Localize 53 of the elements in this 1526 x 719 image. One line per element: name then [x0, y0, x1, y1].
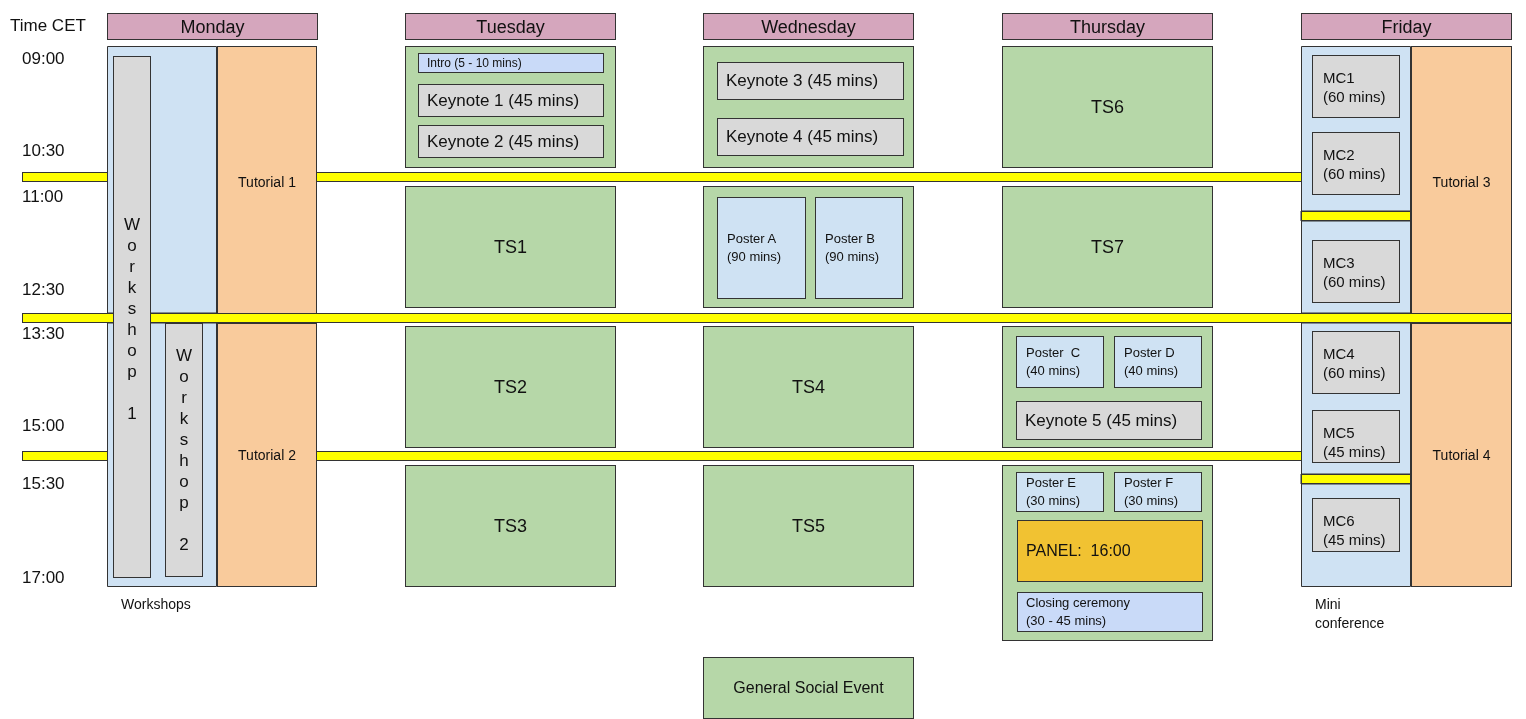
day-header: Friday [1301, 13, 1512, 40]
mini-conference-block: MC4 (60 mins) [1312, 331, 1400, 394]
session-block: TS6 [1002, 46, 1213, 168]
session-block: TS1 [405, 186, 616, 308]
time-label: 09:00 [22, 49, 65, 69]
session-block: TS4 [703, 326, 914, 448]
mini-conference-block: MC5 (45 mins) [1312, 410, 1400, 463]
poster-block: Poster E (30 mins) [1016, 472, 1104, 512]
time-label: 10:30 [22, 141, 65, 161]
poster-block: Poster A (90 mins) [717, 197, 806, 299]
mini-conference-block: MC1 (60 mins) [1312, 55, 1400, 118]
keynote-block: Keynote 4 (45 mins) [717, 118, 904, 156]
day-header: Tuesday [405, 13, 616, 40]
session-block: TS7 [1002, 186, 1213, 308]
time-label: 12:30 [22, 280, 65, 300]
time-label: 17:00 [22, 568, 65, 588]
session-block: TS3 [405, 465, 616, 587]
social-event-block: General Social Event [703, 657, 914, 719]
track-caption: Mini conference [1315, 595, 1386, 633]
intro-block: Intro (5 - 10 mins) [418, 53, 604, 73]
keynote-block: Keynote 5 (45 mins) [1016, 401, 1202, 440]
poster-block: Poster C (40 mins) [1016, 336, 1104, 388]
time-label: 15:00 [22, 416, 65, 436]
workshop-block: Workshop 1 [113, 56, 151, 578]
closing-block: Closing ceremony (30 - 45 mins) [1017, 592, 1203, 632]
time-label: 15:30 [22, 474, 65, 494]
poster-block: Poster D (40 mins) [1114, 336, 1202, 388]
session-panel [1002, 326, 1213, 448]
tutorial-block: Tutorial 4 [1411, 323, 1512, 587]
time-label: 13:30 [22, 324, 65, 344]
session-panel [703, 46, 914, 168]
tutorial-block: Tutorial 2 [217, 323, 317, 587]
panel-block: PANEL: 16:00 [1017, 520, 1203, 582]
mini-conference-block: MC2 (60 mins) [1312, 132, 1400, 195]
poster-block: Poster B (90 mins) [815, 197, 903, 299]
session-block: TS5 [703, 465, 914, 587]
day-header: Monday [107, 13, 318, 40]
day-header: Thursday [1002, 13, 1213, 40]
workshop-block: Workshop 2 [165, 323, 203, 577]
keynote-block: Keynote 3 (45 mins) [717, 62, 904, 100]
track-caption: Workshops [121, 595, 192, 614]
keynote-block: Keynote 1 (45 mins) [418, 84, 604, 117]
poster-block: Poster F (30 mins) [1114, 472, 1202, 512]
session-panel [1002, 465, 1213, 641]
mini-conference-block: MC6 (45 mins) [1312, 498, 1400, 552]
day-header: Wednesday [703, 13, 914, 40]
session-panel [405, 46, 616, 168]
time-zone-label: Time CET [10, 16, 86, 36]
session-block: TS2 [405, 326, 616, 448]
mini-conference-block: MC3 (60 mins) [1312, 240, 1400, 303]
session-panel [703, 186, 914, 308]
time-label: 11:00 [22, 187, 64, 207]
keynote-block: Keynote 2 (45 mins) [418, 125, 604, 158]
